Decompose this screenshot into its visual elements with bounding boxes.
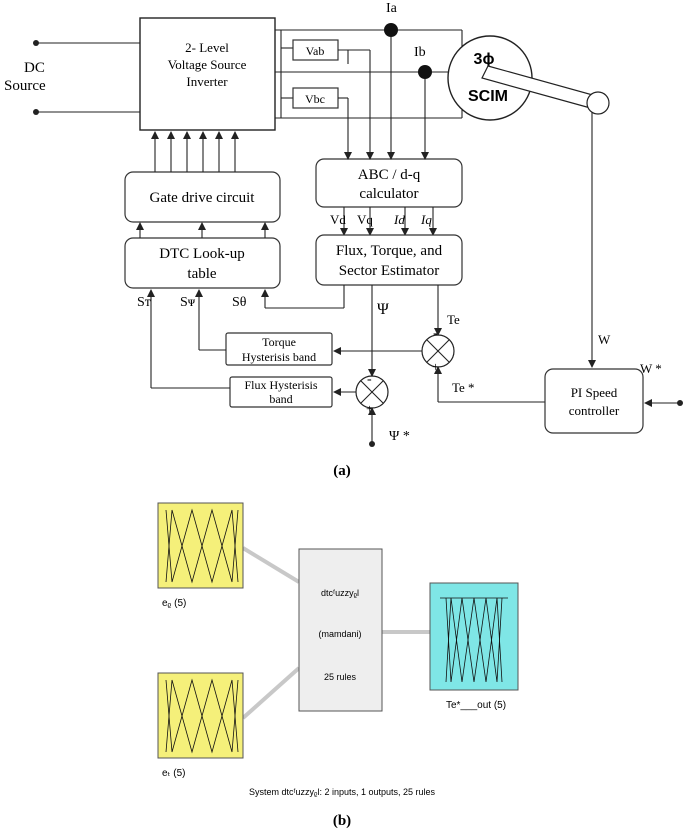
input2-label: eₜ (5) bbox=[162, 768, 186, 779]
panel-b: eᵨ (5) eₜ (5) dtcᶠuzzyᵨl (mamdani) 25 ru… bbox=[157, 502, 519, 829]
dtc-line2: table bbox=[187, 266, 216, 282]
pi-controller-block: PI Speed controller W W * bbox=[544, 332, 683, 434]
caption-b: (b) bbox=[333, 813, 351, 829]
te-ref-label: Te * bbox=[452, 380, 475, 395]
w-label: W bbox=[598, 332, 611, 347]
panel-a: DC Source 2- Level Voltage Source Invert… bbox=[4, 1, 683, 479]
id-label: Id bbox=[393, 212, 405, 227]
flux-band-line1: Flux Hysterisis bbox=[244, 378, 317, 392]
output-membership-block: Te*___out (5) bbox=[429, 582, 519, 711]
s-t-label: Sᴛ bbox=[137, 295, 151, 310]
connector-input1 bbox=[241, 546, 301, 584]
s-theta-label: Sθ bbox=[232, 295, 247, 310]
vbc-label: Vbc bbox=[305, 92, 325, 106]
fuzzy-system-block: dtcᶠuzzyᵨl (mamdani) 25 rules bbox=[298, 548, 383, 712]
flux-minus: - bbox=[367, 372, 372, 387]
system-name: dtcᶠuzzyᵨl bbox=[321, 588, 359, 598]
inverter-line1: 2- Level bbox=[185, 40, 229, 55]
input1-label: eᵨ (5) bbox=[162, 598, 186, 609]
abc-dq-line2: calculator bbox=[359, 186, 418, 202]
abc-dq-block: ABC / d-q calculator bbox=[315, 37, 463, 208]
gate-drive-block: Gate drive circuit bbox=[124, 131, 281, 223]
torque-summing-junction: - + Te Te * bbox=[333, 285, 545, 403]
te-label: Te bbox=[447, 312, 460, 327]
system-type: (mamdani) bbox=[318, 629, 361, 639]
motor-phase-label: 3ϕ bbox=[474, 51, 495, 68]
caption-a: (a) bbox=[333, 463, 351, 479]
abc-dq-line1: ABC / d-q bbox=[358, 167, 421, 183]
w-ref-label: W * bbox=[640, 361, 662, 376]
dtc-line1: DTC Look-up bbox=[159, 246, 244, 262]
inverter-line2: Voltage Source bbox=[168, 57, 247, 72]
estimator-line2: Sector Estimator bbox=[339, 263, 439, 279]
system-rules: 25 rules bbox=[324, 672, 357, 682]
vbc-sensor: Vbc bbox=[280, 72, 339, 118]
torque-minus: - bbox=[433, 326, 438, 341]
flux-band-line2: band bbox=[269, 392, 292, 406]
psi-label: Ψ bbox=[377, 301, 389, 318]
pi-line1: PI Speed bbox=[571, 385, 618, 400]
system-summary: System dtcᶠuzzyᵨl: 2 inputs, 1 outputs, … bbox=[249, 787, 436, 797]
connector-input2 bbox=[241, 666, 301, 720]
vd-label: Vd bbox=[330, 212, 346, 227]
ib-label: Ib bbox=[414, 45, 426, 60]
vq-label: Vq bbox=[357, 212, 373, 227]
torque-hysteresis-block: Torque Hysterisis band bbox=[195, 289, 333, 366]
input2-membership-block: eₜ (5) bbox=[157, 672, 244, 779]
ia-label: Ia bbox=[386, 1, 398, 16]
estimator-line1: Flux, Torque, and bbox=[336, 243, 443, 259]
gate-drive-label: Gate drive circuit bbox=[150, 190, 256, 206]
vab-sensor: Vab bbox=[280, 30, 339, 72]
pi-line2: controller bbox=[569, 403, 620, 418]
inverter-line3: Inverter bbox=[186, 74, 228, 89]
iq-label: Iq bbox=[420, 212, 432, 227]
dtc-table-block: DTC Look-up table bbox=[124, 222, 281, 289]
s-psi-label: Sᴪ bbox=[180, 295, 196, 310]
flux-hysteresis-block: Flux Hysterisis band bbox=[147, 289, 333, 408]
estimator-block: Flux, Torque, and Sector Estimator bbox=[315, 234, 463, 286]
flux-summing-junction: - + Ψ Ψ * bbox=[333, 285, 410, 447]
vab-label: Vab bbox=[306, 44, 325, 58]
dc-label-line1: DC bbox=[24, 60, 45, 76]
torque-band-line1: Torque bbox=[262, 335, 296, 349]
scim-motor: 3ϕ SCIM bbox=[447, 35, 610, 368]
dq-arrows: Vd Vq Id Iq bbox=[330, 207, 437, 236]
input1-membership-block: eᵨ (5) bbox=[157, 502, 244, 609]
inverter-block: 2- Level Voltage Source Inverter bbox=[139, 17, 276, 131]
torque-band-line2: Hysterisis band bbox=[242, 350, 316, 364]
dc-source: DC Source bbox=[4, 40, 140, 115]
motor-name-label: SCIM bbox=[468, 88, 508, 105]
dc-label-line2: Source bbox=[4, 78, 46, 94]
psi-ref-label: Ψ * bbox=[389, 429, 410, 444]
output-label: Te*___out (5) bbox=[446, 700, 506, 711]
